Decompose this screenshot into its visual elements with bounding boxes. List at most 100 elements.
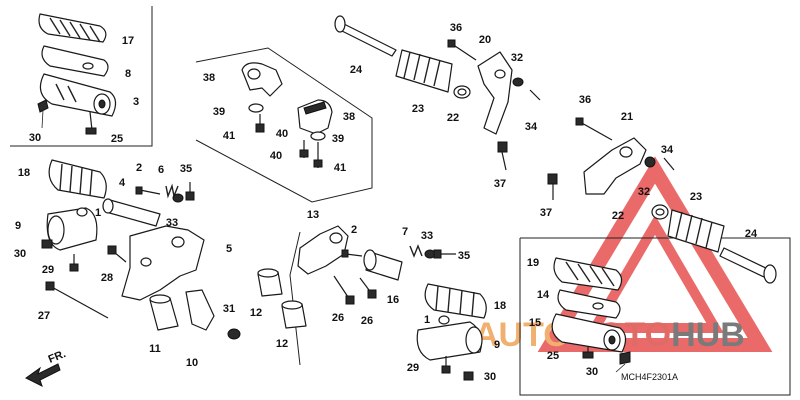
pin-25-top	[85, 111, 97, 135]
bolt-30-right	[463, 371, 474, 381]
callout-26: 26	[332, 312, 344, 324]
callout-23: 23	[690, 191, 702, 203]
callout-36: 36	[579, 94, 591, 106]
nut-33-left	[172, 193, 184, 203]
footpeg-15	[551, 313, 627, 353]
callout-30: 30	[586, 366, 598, 378]
footpeg-9-right	[416, 321, 483, 361]
pin-24-right	[719, 247, 777, 284]
callout-29: 29	[407, 362, 419, 374]
bracket-21	[583, 137, 647, 195]
callout-22: 22	[612, 210, 624, 222]
boot-rubber-23-top	[395, 49, 453, 93]
front-direction-arrow: FR.	[25, 348, 68, 387]
callout-10: 10	[186, 357, 198, 369]
bolt-35-left	[185, 182, 195, 201]
callout-9: 9	[15, 220, 21, 232]
washer-1-left	[76, 207, 88, 217]
bolt-30-left	[41, 239, 53, 249]
callout-6: 6	[158, 164, 164, 176]
callout-23: 23	[412, 103, 424, 115]
footpeg-rubber-17	[38, 13, 107, 43]
pin-2-left	[135, 186, 161, 195]
callout-1: 1	[95, 207, 101, 219]
callout-34: 34	[661, 144, 674, 156]
callout-2: 2	[136, 162, 142, 174]
footpeg-rubber-18-left	[48, 159, 107, 199]
washer-1-right	[438, 315, 450, 325]
callout-40: 40	[276, 128, 288, 140]
callout-1: 1	[424, 314, 430, 326]
callout-25: 25	[547, 350, 559, 362]
callout-39: 39	[332, 133, 344, 145]
callout-38: 38	[203, 72, 215, 84]
bolt-28	[107, 245, 127, 263]
bolt-30-top	[37, 99, 49, 129]
callout-38: 38	[343, 111, 355, 123]
callout-37: 37	[540, 207, 552, 219]
bracket-13	[297, 225, 349, 275]
bolt-29-left	[69, 254, 79, 272]
cotter-34-top	[529, 89, 541, 101]
callout-27: 27	[38, 310, 50, 322]
collar-12-lower	[281, 300, 307, 329]
callout-20: 20	[479, 34, 491, 46]
callout-11: 11	[149, 343, 161, 355]
callout-37: 37	[494, 178, 506, 190]
callout-41: 41	[334, 162, 346, 174]
callout-2: 2	[351, 224, 357, 236]
footpeg-16	[363, 249, 403, 281]
callout-25: 25	[111, 133, 123, 145]
callout-39: 39	[213, 106, 225, 118]
bolts-26	[333, 275, 377, 305]
callout-22: 22	[447, 112, 459, 124]
collar-12-upper	[257, 268, 283, 297]
bolt-41-left	[255, 114, 265, 133]
callout-12: 12	[250, 307, 262, 319]
bolt-36-top	[447, 39, 477, 61]
diagram-code: MCH4F2301A	[621, 372, 678, 382]
callout-14: 14	[537, 289, 550, 301]
callout-4: 4	[119, 177, 126, 189]
bracket-5	[121, 225, 205, 301]
callout-9: 9	[494, 339, 500, 351]
watermark-logo	[537, 156, 773, 352]
callout-33: 33	[421, 230, 433, 242]
front-direction-label: FR.	[47, 348, 68, 366]
callout-13: 13	[307, 209, 319, 221]
boot-rubber-23-right	[667, 209, 725, 253]
callout-34: 34	[525, 121, 538, 133]
collar-22-top	[453, 85, 471, 99]
bracket-20	[477, 51, 513, 135]
callout-28: 28	[101, 272, 113, 284]
callout-32: 32	[511, 52, 523, 64]
nut-31	[227, 328, 241, 340]
callout-30: 30	[29, 132, 41, 144]
callout-17: 17	[122, 35, 134, 47]
callout-24: 24	[745, 228, 758, 240]
collar-22-right	[651, 204, 669, 220]
callout-12: 12	[276, 338, 288, 350]
callout-18: 18	[494, 300, 506, 312]
frame-top-middle	[195, 47, 373, 203]
spring-7	[409, 244, 423, 258]
spring-6	[165, 183, 179, 199]
bolt-37-right	[547, 173, 558, 200]
callout-18: 18	[18, 167, 30, 179]
callout-29: 29	[42, 264, 54, 276]
watermark-word-hub: HUB	[671, 316, 745, 354]
callout-30: 30	[14, 248, 26, 260]
callout-36: 36	[450, 22, 462, 34]
callout-35: 35	[180, 163, 192, 175]
washer-39-left	[248, 103, 264, 113]
pin-25-bottom	[582, 346, 594, 359]
callout-35: 35	[458, 250, 470, 262]
bolt-29-right	[441, 356, 451, 374]
frame-bottom-middle	[289, 231, 301, 366]
collar-11	[149, 294, 179, 331]
footpeg-rubber-19	[553, 257, 623, 291]
footpeg-plate-14	[557, 289, 621, 319]
footpeg-3	[39, 73, 117, 117]
callout-7: 7	[402, 226, 408, 238]
callout-33: 33	[166, 217, 178, 229]
